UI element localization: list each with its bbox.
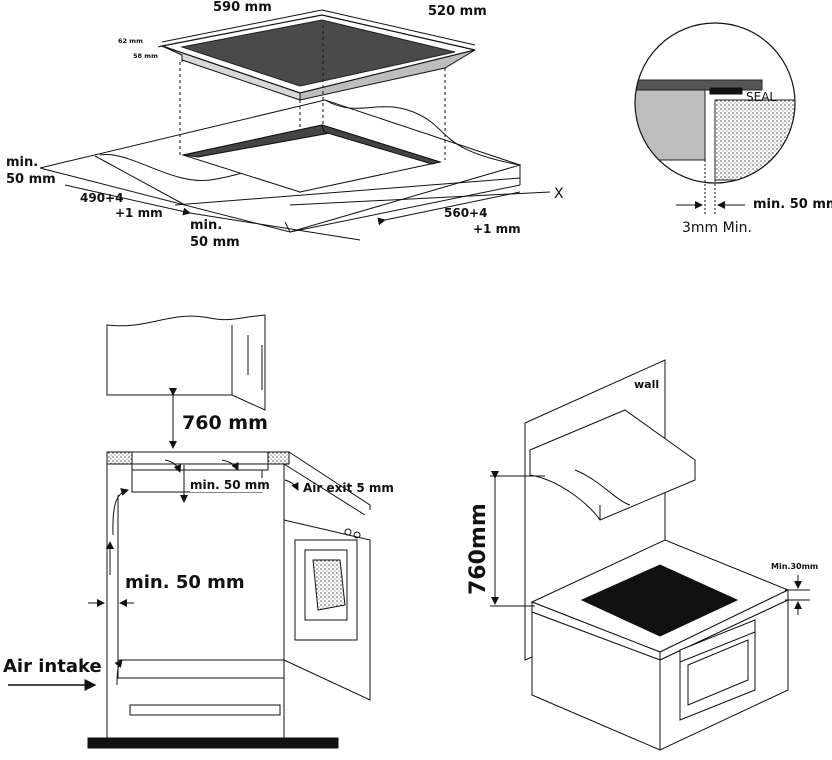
air-intake-label: Air intake (3, 656, 102, 677)
seal-detail-drawing (634, 22, 796, 215)
min-back-label-line1: min. (6, 155, 39, 170)
cutout-depth-label-line1: 490+4 (80, 191, 124, 205)
width-dimension-label: 590 mm (213, 0, 272, 15)
min-side-clearance-label: min. 50 mm (125, 572, 245, 593)
air-exit-label: Air exit 5 mm (303, 481, 394, 495)
min-front-label-line2: 50 mm (190, 235, 240, 250)
hob-cutout-drawing (39, 9, 551, 241)
seal-label: SEAL (746, 90, 777, 104)
depth-dimension-label: 520 mm (428, 4, 487, 19)
ventilation-drawing (8, 314, 371, 749)
min-front-label-line1: min. (190, 218, 223, 233)
min-top-clearance-label: min. 50 mm (190, 478, 270, 492)
cabinet-height-label: 760 mm (182, 412, 268, 434)
wall-mount-drawing (490, 359, 810, 751)
hob-thickness-top-label: 62 mm (118, 37, 143, 45)
min-back-label-line2: 50 mm (6, 172, 56, 187)
cutout-width-label-line2: +1 mm (473, 222, 521, 236)
x-marker-label: X (554, 186, 564, 202)
hob-thickness-bottom-label: 58 mm (133, 52, 158, 60)
cutout-depth-label-line2: +1 mm (115, 206, 163, 220)
min-gap-label: Min.30mm (771, 562, 819, 571)
wall-label: wall (634, 378, 660, 391)
seal-clearance-label: 3mm Min. (682, 220, 752, 236)
seal-min-gap-label: min. 50 mm (753, 197, 832, 212)
hood-height-label: 760mm (466, 503, 491, 595)
cutout-width-label-line1: 560+4 (444, 206, 488, 220)
